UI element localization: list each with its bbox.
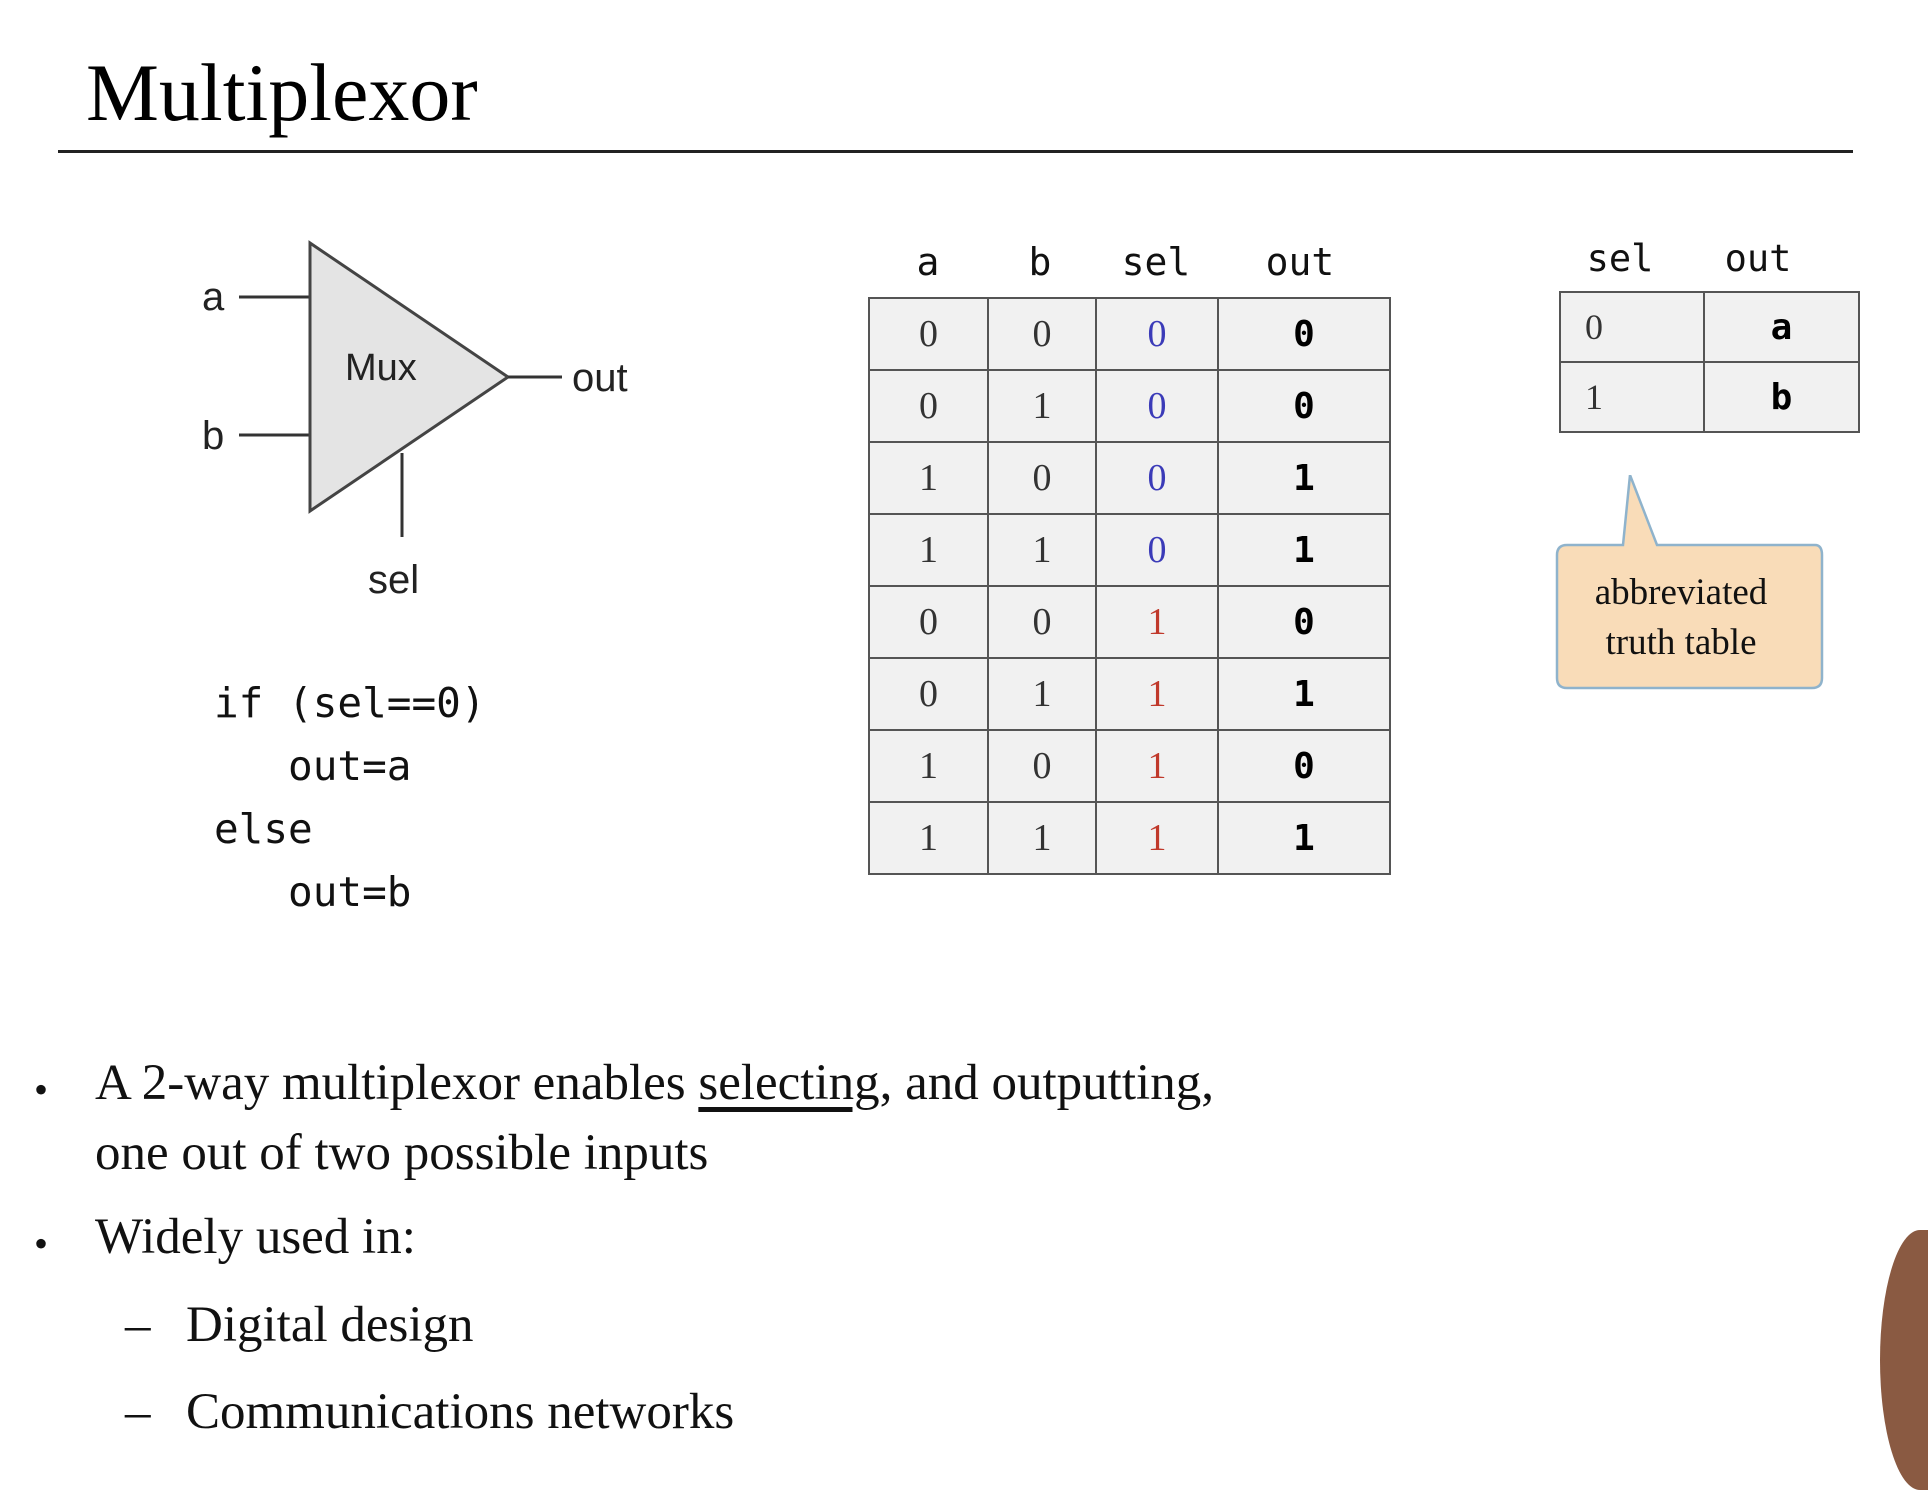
cell-sel: 1 bbox=[1095, 657, 1219, 731]
mux-label: Mux bbox=[345, 347, 417, 389]
callout-bubble bbox=[1555, 475, 1824, 690]
callout-line: abbreviated bbox=[1594, 572, 1768, 613]
bullet-1-underlined: selecting bbox=[698, 1055, 880, 1111]
abbr-cell-out: a bbox=[1703, 291, 1860, 363]
cell-b: 0 bbox=[987, 297, 1097, 371]
cell-sel: 0 bbox=[1095, 513, 1219, 587]
bullet-1-line-2: one out of two possible inputs bbox=[95, 1125, 709, 1181]
cell-b: 1 bbox=[987, 369, 1097, 443]
cell-a: 1 bbox=[868, 441, 989, 515]
cell-out: 0 bbox=[1217, 297, 1391, 371]
cell-a: 1 bbox=[868, 801, 989, 875]
mux-block bbox=[308, 240, 511, 514]
bullet-2: Widely used in: bbox=[95, 1209, 416, 1265]
sub-bullet-2: Communications networks bbox=[186, 1384, 735, 1440]
pseudocode: if (sel==0) out=a else out=b bbox=[214, 672, 486, 924]
truth-table-header-a: a bbox=[916, 240, 940, 284]
cell-out: 1 bbox=[1217, 441, 1391, 515]
sub-bullet-1: Digital design bbox=[186, 1297, 474, 1353]
cell-out: 0 bbox=[1217, 585, 1391, 659]
code-line: else bbox=[214, 805, 313, 853]
bullet-1-line-1: A 2-way multiplexor enables selecting, a… bbox=[95, 1054, 1214, 1112]
cell-sel: 0 bbox=[1095, 441, 1219, 515]
presenter-partial bbox=[1880, 1230, 1928, 1490]
cell-b: 0 bbox=[987, 729, 1097, 803]
code-line: out=b bbox=[214, 868, 412, 916]
abbr-cell-out: b bbox=[1703, 361, 1860, 433]
input-a-label: a bbox=[202, 275, 225, 319]
input-b-label: b bbox=[202, 414, 224, 458]
cell-sel: 1 bbox=[1095, 729, 1219, 803]
code-line: if (sel==0) bbox=[214, 679, 486, 727]
cell-a: 0 bbox=[868, 369, 989, 443]
cell-out: 0 bbox=[1217, 369, 1391, 443]
abbr-table-header-out: out bbox=[1724, 237, 1792, 280]
abbr-cell-sel: 0 bbox=[1559, 291, 1705, 363]
abbr-cell-sel: 1 bbox=[1559, 361, 1705, 433]
sub-bullet-marker: – bbox=[125, 1297, 151, 1353]
bullet-1-text-post: , and outputting, bbox=[879, 1055, 1214, 1111]
cell-b: 0 bbox=[987, 441, 1097, 515]
cell-out: 1 bbox=[1217, 657, 1391, 731]
cell-sel: 0 bbox=[1095, 369, 1219, 443]
cell-sel: 0 bbox=[1095, 297, 1219, 371]
cell-a: 1 bbox=[868, 513, 989, 587]
page-title: Multiplexor bbox=[86, 47, 478, 138]
cell-out: 1 bbox=[1217, 801, 1391, 875]
code-line: out=a bbox=[214, 742, 412, 790]
mux-diagram: a b Mux out sel bbox=[202, 240, 628, 602]
cell-b: 0 bbox=[987, 585, 1097, 659]
cell-sel: 1 bbox=[1095, 585, 1219, 659]
abbreviated-truth-table: 0 a 1 b bbox=[1559, 291, 1860, 433]
cell-b: 1 bbox=[987, 801, 1097, 875]
sub-bullet-marker: – bbox=[125, 1384, 151, 1440]
table-row: 1 b bbox=[1559, 361, 1860, 433]
callout-shape bbox=[1555, 475, 1824, 690]
title-divider bbox=[58, 150, 1853, 153]
callout-text: abbreviated truth table bbox=[1548, 568, 1814, 668]
abbr-table-header-sel: sel bbox=[1586, 237, 1654, 280]
select-label: sel bbox=[368, 558, 419, 602]
truth-table-header-b: b bbox=[1028, 240, 1052, 284]
cell-sel: 1 bbox=[1095, 801, 1219, 875]
bullet-marker: • bbox=[34, 1221, 49, 1266]
cell-a: 0 bbox=[868, 585, 989, 659]
bullet-1-text-pre: A 2-way multiplexor enables bbox=[95, 1055, 699, 1111]
cell-out: 0 bbox=[1217, 729, 1391, 803]
cell-b: 1 bbox=[987, 513, 1097, 587]
cell-out: 1 bbox=[1217, 513, 1391, 587]
cell-b: 1 bbox=[987, 657, 1097, 731]
cell-a: 0 bbox=[868, 657, 989, 731]
output-label: out bbox=[572, 356, 628, 400]
table-row: 0 a bbox=[1559, 291, 1860, 363]
bullet-marker: • bbox=[34, 1067, 49, 1112]
cell-a: 0 bbox=[868, 297, 989, 371]
callout-line: truth table bbox=[1605, 622, 1757, 663]
truth-table-header-sel: sel bbox=[1121, 240, 1191, 284]
cell-a: 1 bbox=[868, 729, 989, 803]
truth-table-header-out: out bbox=[1265, 240, 1335, 284]
